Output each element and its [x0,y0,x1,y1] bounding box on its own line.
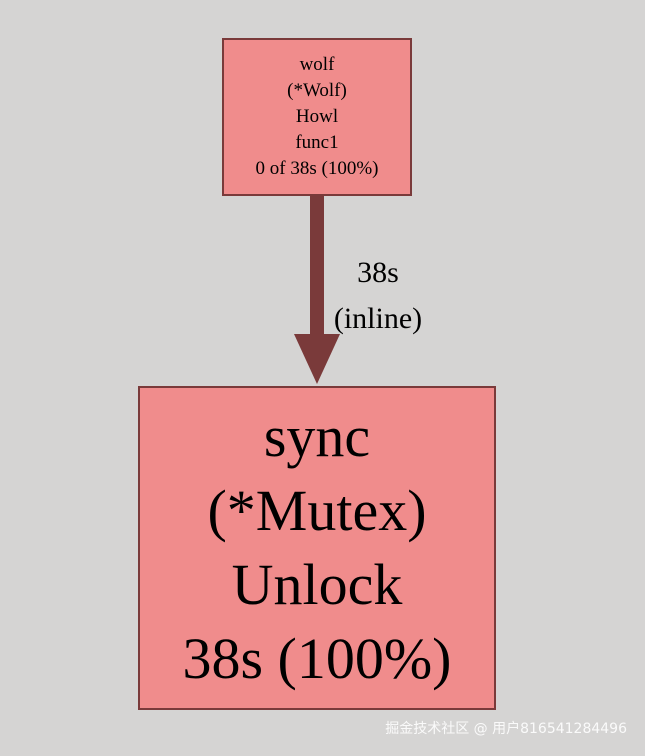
edge-label: 38s (inline) [310,250,446,342]
caller-package: wolf [299,54,335,75]
caller-method: Howl [295,106,339,127]
caller-node-wolf-howl-func1[interactable]: wolf (*Wolf) Howl func1 0 of 38s (100%) [222,38,412,196]
callee-node-sync-mutex-unlock[interactable]: sync (*Mutex) Unlock 38s (100%) [138,386,496,710]
edge-shaft [310,196,324,338]
callee-cost: 38s (100%) [182,626,452,691]
caller-receiver: (*Wolf) [287,80,347,101]
edge-weight: 38s [357,256,399,289]
callee-method: Unlock [231,552,403,617]
edge-kind: (inline) [333,302,423,335]
callee-package: sync [263,404,371,469]
edge-arrowhead [294,334,340,384]
caller-cost: 0 of 38s (100%) [255,158,379,179]
watermark-text: 掘金技术社区 @ 用户816541284496 [385,721,627,737]
callee-receiver: (*Mutex) [207,478,427,543]
caller-closure: func1 [295,132,339,153]
